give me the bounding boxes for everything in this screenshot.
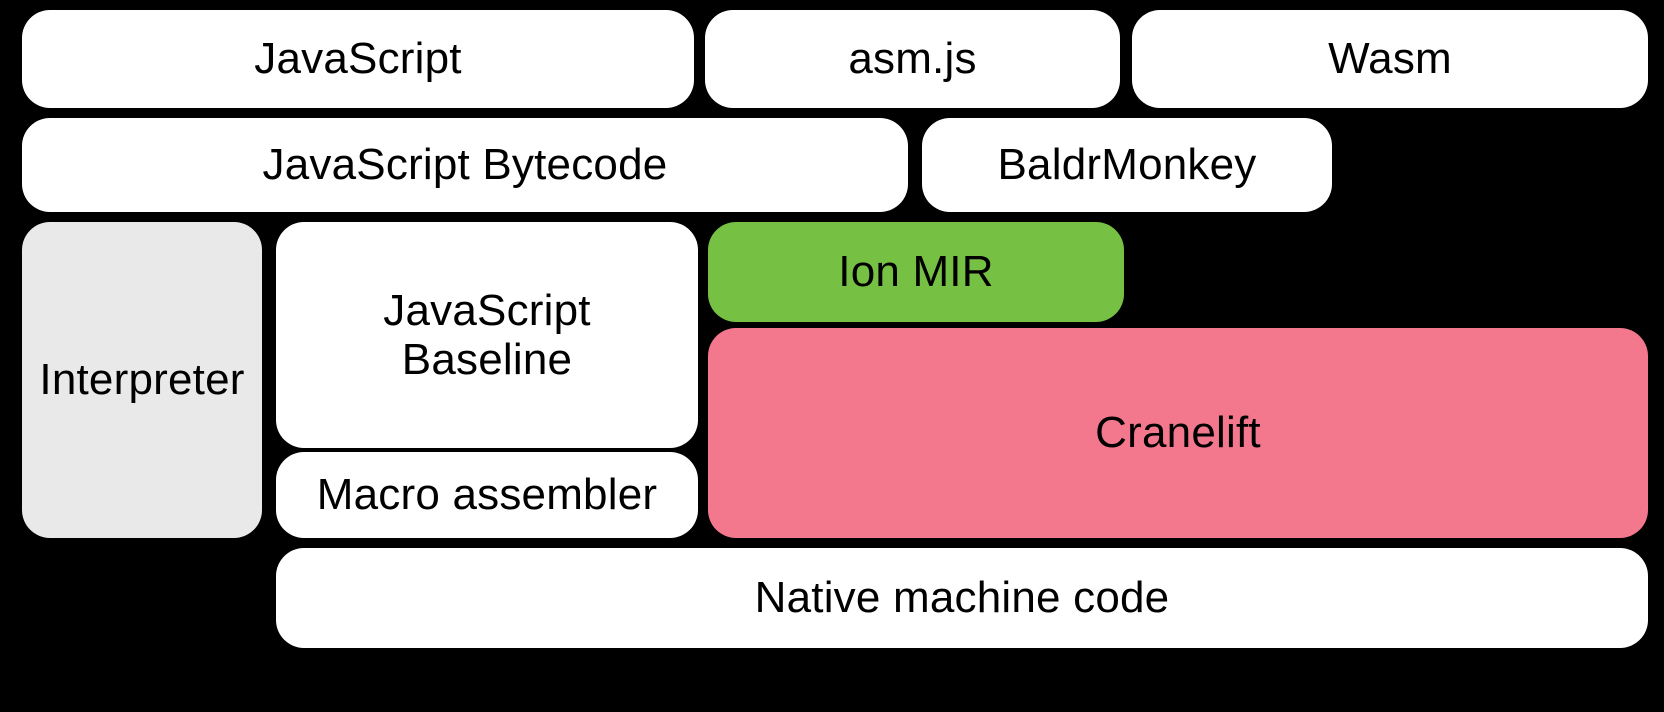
node-native-machine-code[interactable]: Native machine code (276, 548, 1648, 648)
node-wasm[interactable]: Wasm (1132, 10, 1648, 108)
node-javascript[interactable]: JavaScript (22, 10, 694, 108)
node-baldrmonkey[interactable]: BaldrMonkey (922, 118, 1332, 212)
node-ion-mir[interactable]: Ion MIR (708, 222, 1124, 322)
node-asm-js[interactable]: asm.js (705, 10, 1120, 108)
node-javascript-baseline[interactable]: JavaScript Baseline (276, 222, 698, 448)
node-javascript-bytecode[interactable]: JavaScript Bytecode (22, 118, 908, 212)
node-macro-assembler[interactable]: Macro assembler (276, 452, 698, 538)
node-interpreter[interactable]: Interpreter (22, 222, 262, 538)
node-cranelift[interactable]: Cranelift (708, 328, 1648, 538)
